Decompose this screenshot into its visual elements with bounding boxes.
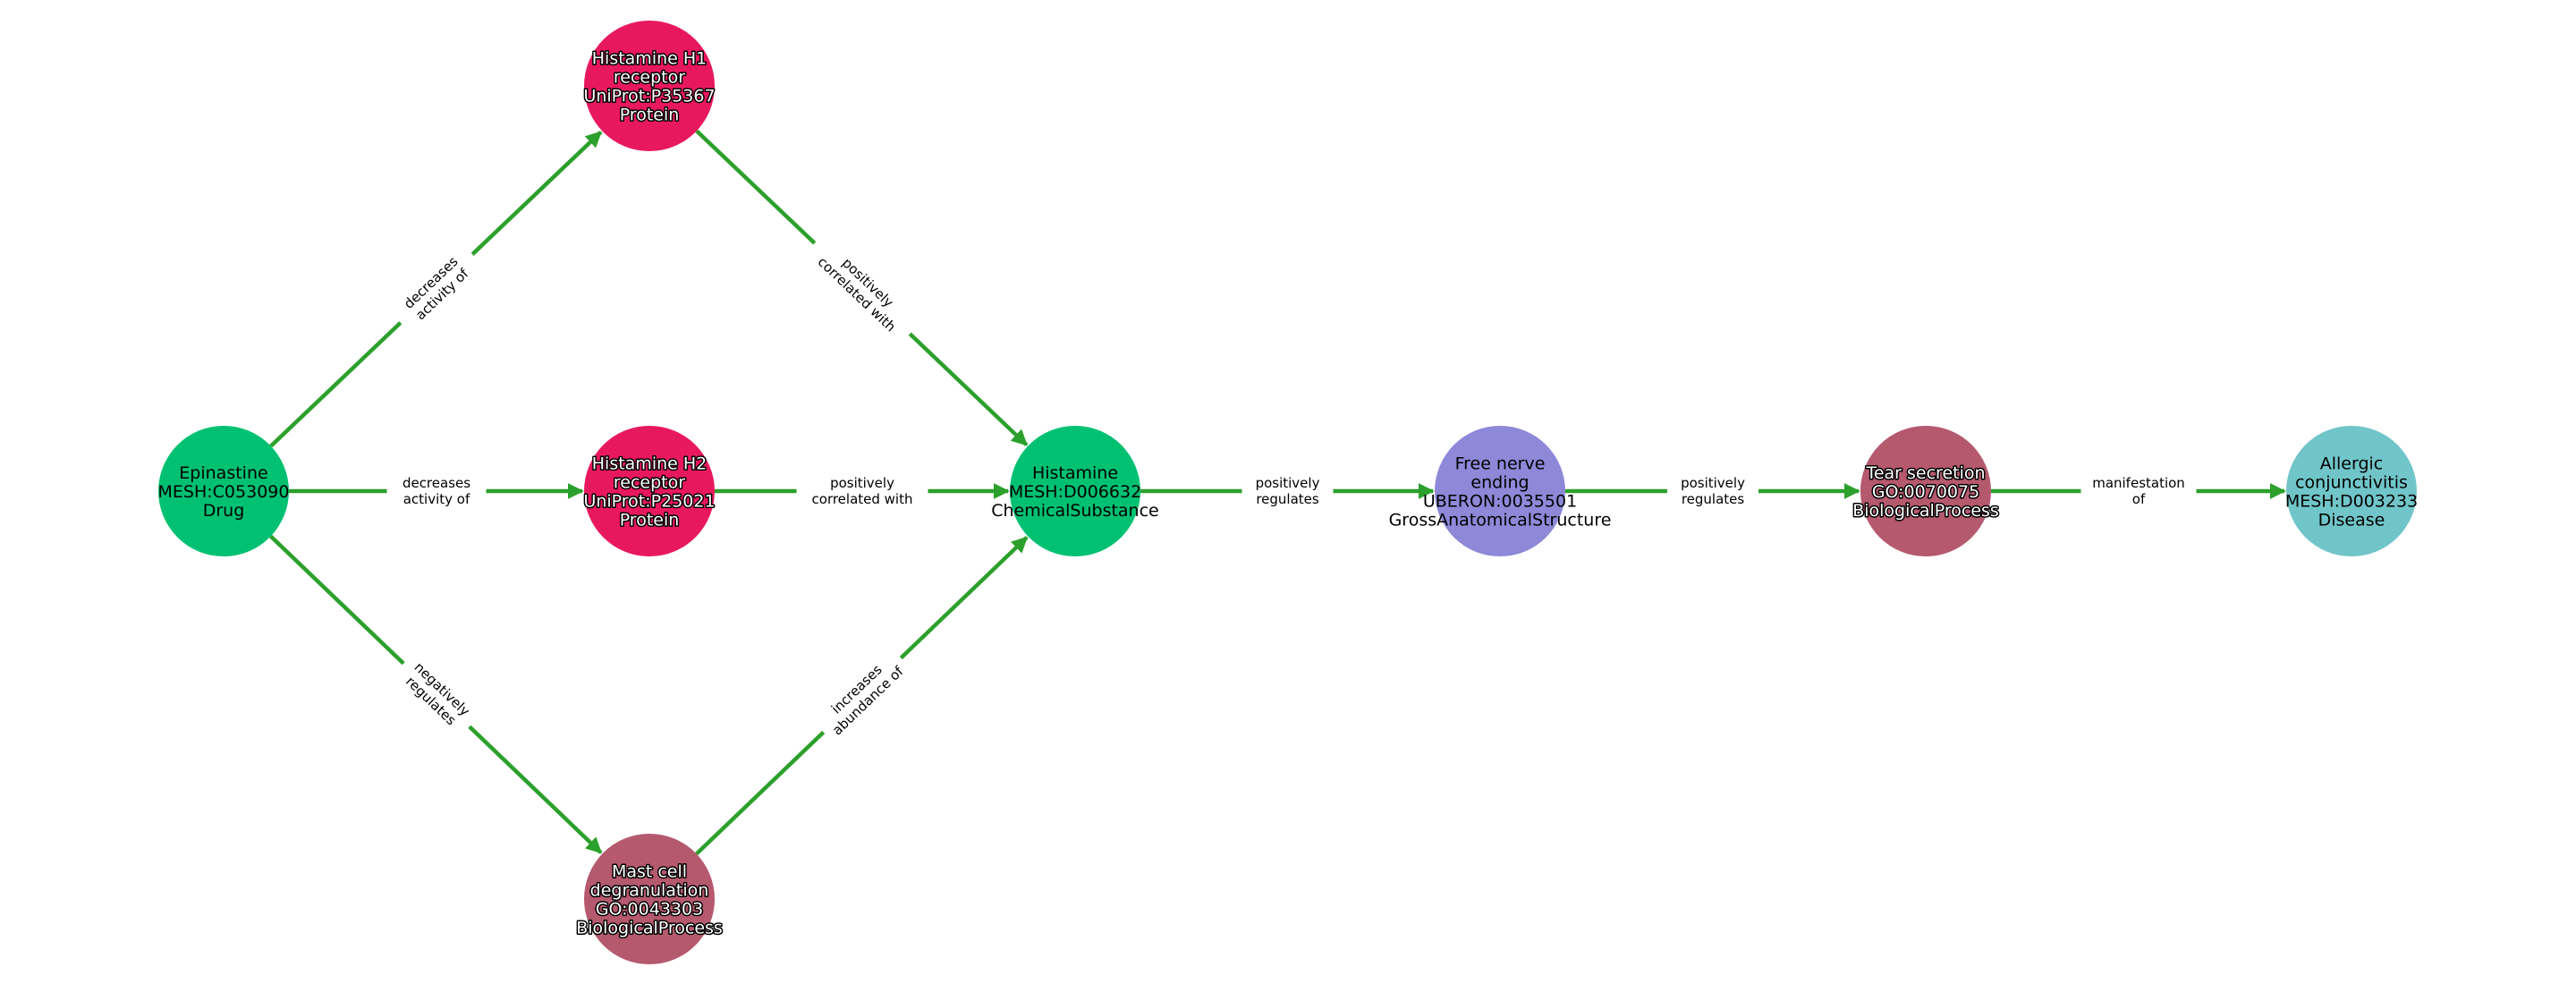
node-label-line: Disease (2318, 511, 2385, 530)
node-label-line: Protein (620, 106, 680, 125)
node-circle[interactable] (584, 834, 715, 964)
node-label-line: Histamine H1 (592, 49, 708, 69)
edge-label-background (801, 230, 923, 347)
node-label-line: MESH:C053090 (158, 482, 290, 502)
edge-label-background (810, 645, 914, 745)
node-label-line: Tear secretion (1865, 463, 1985, 483)
edge-label-background (2080, 473, 2197, 509)
node-label-line: receptor (614, 473, 685, 493)
node-allergic[interactable]: AllergicconjunctivitisMESH:D003233Diseas… (2285, 426, 2418, 556)
edge-label-background (391, 650, 482, 740)
node-label-line: GO:0070075 (1872, 482, 1979, 502)
node-label-line: Mast cell (612, 862, 687, 882)
edge-label-line: positively (1681, 475, 1745, 491)
edge-label-background (386, 473, 487, 509)
node-label-line: BiologicalProcess (1852, 501, 1999, 521)
node-label-line: degranulation (590, 881, 709, 901)
node-circle[interactable] (584, 21, 715, 151)
node-circle[interactable] (1860, 426, 1991, 556)
node-circle[interactable] (2286, 426, 2417, 556)
edge-label-line: regulates (1256, 491, 1319, 507)
edge-label-line: decreases (402, 475, 470, 491)
edge-label-background (1667, 473, 1758, 509)
node-label-line: UniProt:P25021 (583, 492, 715, 512)
node-label-line: MESH:D006632 (1009, 482, 1141, 502)
node-label-line: Protein (620, 511, 680, 530)
node-circle[interactable] (1010, 426, 1140, 556)
node-h2[interactable]: Histamine H2receptorUniProt:P25021Protei… (582, 426, 716, 556)
node-label-line: BiologicalProcess (576, 919, 723, 938)
node-label-line: Allergic (2320, 454, 2384, 474)
node-nerve[interactable]: Free nerveendingUBERON:0035501GrossAnato… (1389, 426, 1612, 556)
node-label-line: MESH:D003233 (2285, 492, 2418, 512)
edge-label-line: positively (830, 475, 894, 491)
edge-label-background (1241, 473, 1334, 509)
edge-label-line: regulates (1682, 491, 1745, 507)
node-label-line: Epinastine (179, 463, 267, 483)
node-label-line: Free nerve (1455, 454, 1546, 474)
node-label-line: receptor (614, 68, 685, 88)
node-h1[interactable]: Histamine H1receptorUniProt:P35367Protei… (582, 21, 716, 151)
node-tear[interactable]: Tear secretionGO:0070075BiologicalProces… (1852, 426, 2000, 556)
node-label-line: conjunctivitis (2295, 473, 2408, 493)
node-label-line: UBERON:0035501 (1423, 492, 1577, 512)
node-mast[interactable]: Mast celldegranulationGO:0043303Biologic… (575, 834, 724, 964)
node-label-line: Histamine H2 (592, 454, 708, 474)
node-label-line: Drug (203, 501, 245, 521)
edge-label-line: activity of (403, 491, 470, 507)
node-label-line: ending (1470, 473, 1529, 493)
edge-label-line: correlated with (812, 491, 913, 507)
edge-label-line: of (2132, 491, 2146, 507)
node-circle[interactable] (584, 426, 715, 556)
node-label-line: ChemicalSubstance (991, 501, 1159, 521)
node-label-line: UniProt:P35367 (583, 87, 715, 106)
node-circle[interactable] (1435, 426, 1565, 556)
node-label-line: GO:0043303 (596, 900, 703, 920)
edge-label-background (388, 241, 485, 336)
node-label-line: GrossAnatomicalStructure (1389, 511, 1612, 530)
edge-label-line: positively (1256, 475, 1320, 491)
edge-label-background (796, 473, 928, 509)
node-label-line: Histamine (1032, 463, 1118, 483)
node-circle[interactable] (158, 426, 289, 556)
edge-label-line: manifestation (2092, 475, 2185, 491)
